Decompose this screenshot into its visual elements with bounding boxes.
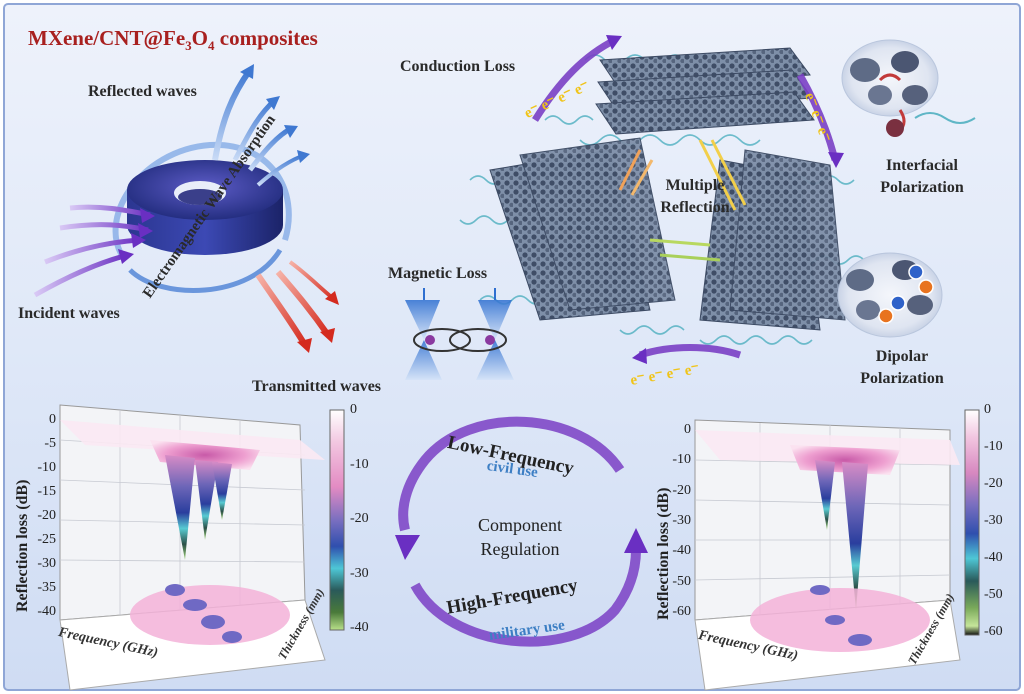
conduction-arrows <box>532 35 844 364</box>
plot-right-colorbar-tick: -40 <box>984 550 1003 565</box>
interfacial-line2: Polarization <box>880 179 964 196</box>
reflected-waves-label: Reflected waves <box>88 83 197 100</box>
ring-absorber <box>112 141 292 293</box>
plot-left-y-tick: -15 <box>37 484 56 499</box>
plot-right-y-tick: -30 <box>672 513 691 528</box>
plot-left-y-tick: -35 <box>37 580 56 595</box>
interfacial-line1: Interfacial <box>886 157 958 174</box>
incident-wave-arrows <box>33 204 155 298</box>
plot-left-y-tick: -25 <box>37 532 56 547</box>
plot-left-y-tick: -10 <box>37 460 56 475</box>
multiple-reflection-line1: Multiple <box>665 177 725 194</box>
plot-right-colorbar-tick: -10 <box>984 439 1003 454</box>
magnetic-cones <box>405 288 514 380</box>
colorbar-left <box>329 409 345 631</box>
multiple-reflection-line2: Reflection <box>660 199 730 216</box>
conduction-loss-label: Conduction Loss <box>400 58 516 75</box>
plot-right-colorbar-tick: 0 <box>984 402 991 417</box>
plot-left-colorbar-tick: -20 <box>350 511 369 526</box>
transmitted-waves-label: Transmitted waves <box>252 378 382 395</box>
incident-waves-label: Incident waves <box>18 305 120 322</box>
center-line1: Component <box>478 515 562 535</box>
magnetic-loss-label: Magnetic Loss <box>388 265 488 282</box>
transmitted-wave-arrows <box>255 260 339 353</box>
dipolar-line2: Polarization <box>860 370 944 387</box>
plot-right-colorbar-tick: -60 <box>984 624 1003 639</box>
plot-right-colorbar-tick: -50 <box>984 587 1003 602</box>
plot-right-y-tick: -60 <box>672 604 691 619</box>
plot-left-y-tick: -40 <box>37 604 56 619</box>
plot-right-frame <box>694 419 961 691</box>
plot-left-colorbar-tick: 0 <box>350 402 357 417</box>
plot-left-y-tick: 0 <box>49 412 56 427</box>
plot-left-colorbar-tick: -30 <box>350 565 369 581</box>
plot-left-frame <box>59 404 326 691</box>
interfacial-polarization-label: Interfacial Polarization <box>862 155 982 199</box>
center-line2: Regulation <box>480 539 560 559</box>
dipolar-polarization-label: Dipolar Polarization <box>842 346 962 390</box>
plot-right-y-tick: -50 <box>672 573 691 589</box>
plot-right-colorbar-tick: -30 <box>984 513 1003 528</box>
plot-right-y-tick: -10 <box>672 452 691 468</box>
plot-right-colorbar-tick: -20 <box>984 476 1003 491</box>
plot-left-y-tick: -5 <box>44 436 56 451</box>
plot-left-y-tick: -30 <box>37 556 56 571</box>
interfacial-bubble <box>841 39 976 137</box>
component-regulation-label: Component Regulation <box>455 513 585 561</box>
plot-left-colorbar-tick: -40 <box>350 620 369 635</box>
reflected-wave-arrows <box>212 64 310 187</box>
mxene-structure <box>459 47 865 345</box>
plot-right-y-tick: -40 <box>672 543 691 559</box>
colorbar-right <box>964 409 980 636</box>
plot-left-ylabel: Reflection loss (dB) <box>14 479 31 612</box>
plot-left-y-tick: -20 <box>37 508 56 523</box>
plot-right-y-tick: -20 <box>672 482 691 498</box>
plot-right-y-tick: 0 <box>684 422 691 437</box>
dipolar-bubble <box>837 252 943 338</box>
plot-left-colorbar-tick: -10 <box>350 456 369 472</box>
cycle-arrows <box>395 416 648 647</box>
figure-title: MXene/CNT@Fe3O4 composites <box>28 26 318 54</box>
multiple-reflection-label: Multiple Reflection <box>640 175 750 219</box>
dipolar-line1: Dipolar <box>875 348 929 365</box>
